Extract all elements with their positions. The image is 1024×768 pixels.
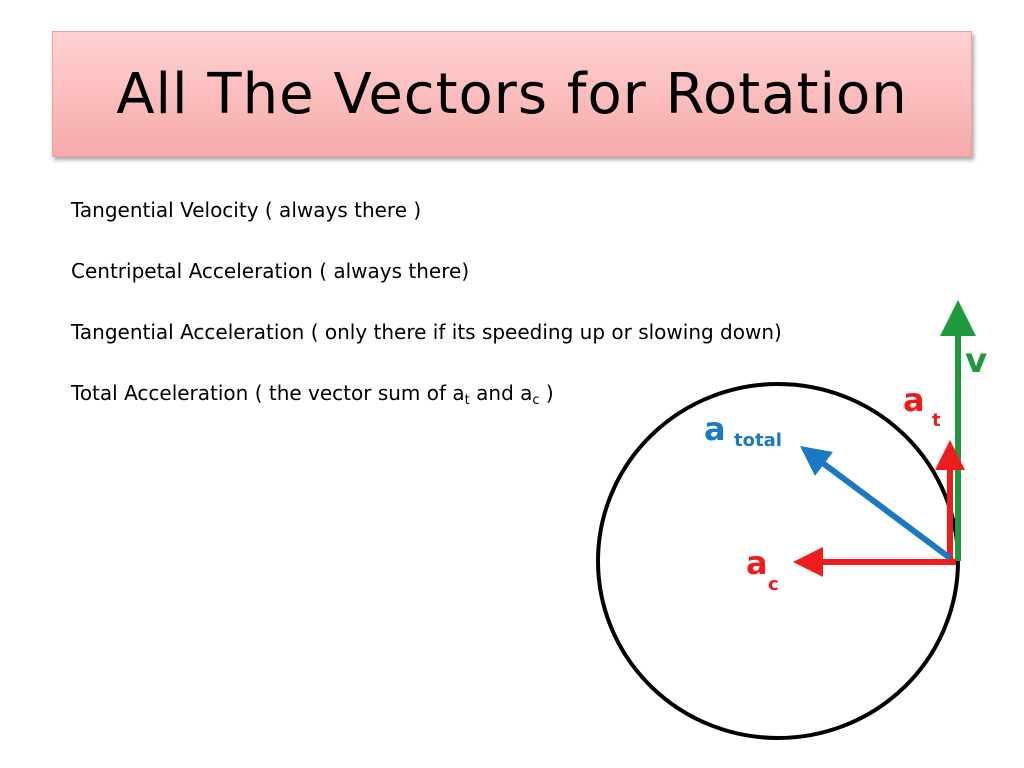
bullet-tangential-acceleration: Tangential Acceleration ( only there if … [71,320,782,344]
bullet-total-acceleration: Total Acceleration ( the vector sum of a… [71,379,971,440]
bullet-total-suffix: ) [539,381,554,405]
bullet-total-prefix: Total Acceleration ( the vector sum of a [71,381,465,405]
title-box: All The Vectors for Rotation [52,31,972,157]
centripetal-accel-sub: c [768,574,779,595]
bullet-total-sub-c: c [532,393,540,408]
bullet-total-middle: and a [469,381,533,405]
tangential-accel-sub: t [932,410,941,431]
bullet-list: Tangential Velocity ( always there ) Cen… [71,196,971,440]
tangential-accel-label: a [903,381,925,419]
total-accel-label: a [704,410,726,448]
slide-title: All The Vectors for Rotation [116,61,908,127]
centripetal-accel-label: a [746,544,768,582]
total-acceleration-vector [799,446,952,561]
bullet-total-sub-t: t [464,393,470,408]
bullet-centripetal-acceleration: Centripetal Acceleration ( always there) [71,259,470,283]
total-accel-sub: total [734,430,782,451]
velocity-label: v [965,341,987,381]
bullet-tangential-velocity: Tangential Velocity ( always there ) [71,198,422,222]
